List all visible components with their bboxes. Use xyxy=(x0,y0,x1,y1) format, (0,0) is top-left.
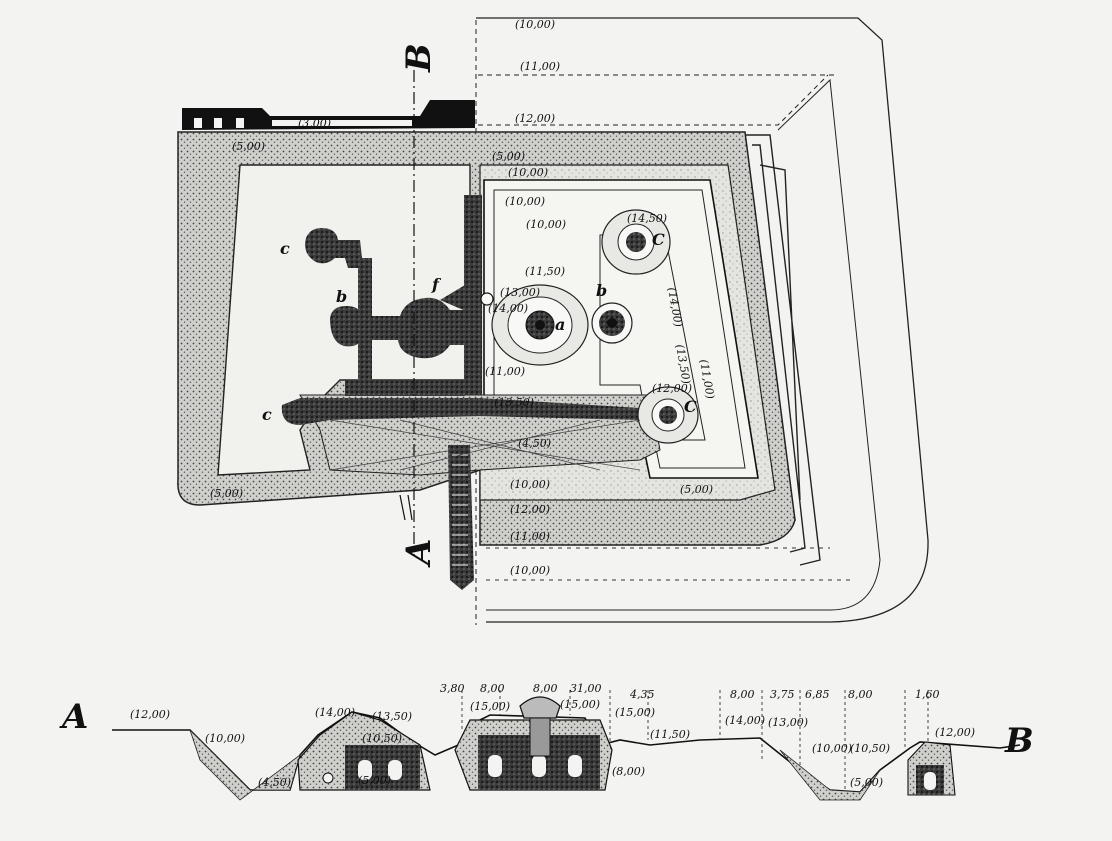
turret-b xyxy=(591,302,633,344)
outer-glacis-outline xyxy=(476,17,929,623)
sec-elev-6: (10,50) xyxy=(362,732,402,745)
plan-elev-21: (5,00) xyxy=(680,483,713,496)
sec-elev-16: (8,00) xyxy=(612,765,645,778)
ditch-lines xyxy=(745,134,821,566)
section-tick xyxy=(399,494,413,521)
plan-elev-25: (10,00) xyxy=(510,564,550,577)
left-casemate-door-2 xyxy=(388,760,402,780)
gallery-wall xyxy=(345,380,465,396)
turret-c-upper xyxy=(601,209,671,275)
plan-elev-2: (11,00) xyxy=(520,60,560,73)
label-f: f xyxy=(431,275,442,294)
plan-elev-7: (10,00) xyxy=(508,166,548,179)
sec-elev-7: (5,00) xyxy=(358,774,391,787)
section-mark-right: B xyxy=(1004,721,1034,761)
plan-elev-9: (14,50) xyxy=(627,212,667,225)
plan-elev-23: (12,00) xyxy=(510,503,550,516)
plan-elev-11: (11,50) xyxy=(525,265,565,278)
sec-elev-2: (10,00) xyxy=(205,732,245,745)
label-C-upper: C xyxy=(652,230,665,249)
plan-view: B A c c b f b a C C (10,00) (11,00) (12,… xyxy=(177,17,929,625)
sec-elev-10: (15,00) xyxy=(615,706,655,719)
dim-3: 8,00 xyxy=(533,682,558,695)
dim-2: 8,00 xyxy=(480,682,505,695)
central-door-1 xyxy=(488,755,502,777)
plan-elev-12: (13,00) xyxy=(500,286,540,299)
sec-elev-5: (13,50) xyxy=(372,710,412,723)
plan-elev-24: (11,00) xyxy=(510,530,550,543)
sec-elev-14: (10,00) xyxy=(812,742,852,755)
dim-7: 3,75 xyxy=(770,688,795,701)
sec-elev-8: (15,00) xyxy=(470,700,510,713)
dim-4: 31,00 xyxy=(570,682,602,695)
dim-5: 4,35 xyxy=(629,688,655,701)
sec-elev-4: (14,00) xyxy=(315,706,355,719)
plan-elev-1: (10,00) xyxy=(515,18,555,31)
plan-elev-22: (10,00) xyxy=(510,478,550,491)
crossing-lines xyxy=(329,419,641,471)
turret-shaft xyxy=(529,717,551,757)
caponier xyxy=(448,445,474,590)
section-mark-a: A xyxy=(399,539,439,568)
plan-elev-5: (5,00) xyxy=(232,140,265,153)
section-view: A B 3,80 8,00 8,00 31,00 4,35 8,00 3,75 … xyxy=(59,682,1034,801)
plan-elev-17: (11,00) xyxy=(485,365,525,378)
plan-elev-6: (5,00) xyxy=(492,150,525,163)
left-casemate xyxy=(345,745,420,790)
central-door-2 xyxy=(532,755,546,777)
sec-elev-13: (13,00) xyxy=(768,716,808,729)
label-c-lower: c xyxy=(262,405,272,424)
gallery-f xyxy=(440,282,482,312)
sec-elev-18: (12,00) xyxy=(935,726,975,739)
dim-10: 1,60 xyxy=(915,688,940,701)
plan-elev-13: (14,00) xyxy=(488,302,528,315)
label-b-right: b xyxy=(596,281,607,300)
sec-elev-9: (15,00) xyxy=(560,698,600,711)
gallery-b xyxy=(330,297,470,359)
label-b-left: b xyxy=(336,287,347,306)
turret-cupola xyxy=(519,696,561,719)
ditch-hatching xyxy=(189,729,881,801)
plan-elev-4: (3,00) xyxy=(298,117,331,130)
sec-elev-3: (4,50) xyxy=(258,776,291,789)
sec-elev-12: (14,00) xyxy=(725,714,765,727)
plan-elev-19: (12,00) xyxy=(652,382,692,395)
sec-elev-1: (12,00) xyxy=(130,708,170,721)
section-dashed-verticals xyxy=(461,690,929,790)
plan-elev-10: (10,00) xyxy=(526,218,566,231)
label-c-upper: c xyxy=(280,239,290,258)
label-C-lower: C xyxy=(684,397,697,416)
turret-a xyxy=(491,284,589,366)
turret-c-lower xyxy=(637,386,699,444)
left-casemate-hole xyxy=(322,772,334,784)
plan-elev-8: (10,00) xyxy=(505,195,545,208)
central-door-3 xyxy=(568,755,582,777)
hatch-circle xyxy=(480,292,494,306)
left-casemate-door-1 xyxy=(358,760,372,780)
sec-elev-15: (10,50) xyxy=(850,742,890,755)
dim-8: 6,85 xyxy=(805,688,830,701)
dim-6: 8,00 xyxy=(730,688,755,701)
dim-1: 3,80 xyxy=(440,682,465,695)
plan-elev-20: (4,50) xyxy=(518,437,551,450)
plan-elev-26: (5,00) xyxy=(210,487,243,500)
right-casemate-door xyxy=(924,772,936,790)
dim-9: 8,00 xyxy=(848,688,873,701)
sec-elev-17: (5,00) xyxy=(850,776,883,789)
section-mark-left: A xyxy=(59,697,88,737)
label-a: a xyxy=(555,315,565,334)
gallery-c-upper xyxy=(305,228,372,390)
plan-elev-3: (12,00) xyxy=(515,112,555,125)
plan-elev-18: (13,50) xyxy=(494,396,534,409)
section-mark-b: B xyxy=(399,43,439,73)
gallery-c-lower xyxy=(281,398,640,425)
counterscarp-line xyxy=(486,78,881,611)
outer-dashed-lines xyxy=(475,20,835,625)
sec-elev-11: (11,50) xyxy=(650,728,690,741)
